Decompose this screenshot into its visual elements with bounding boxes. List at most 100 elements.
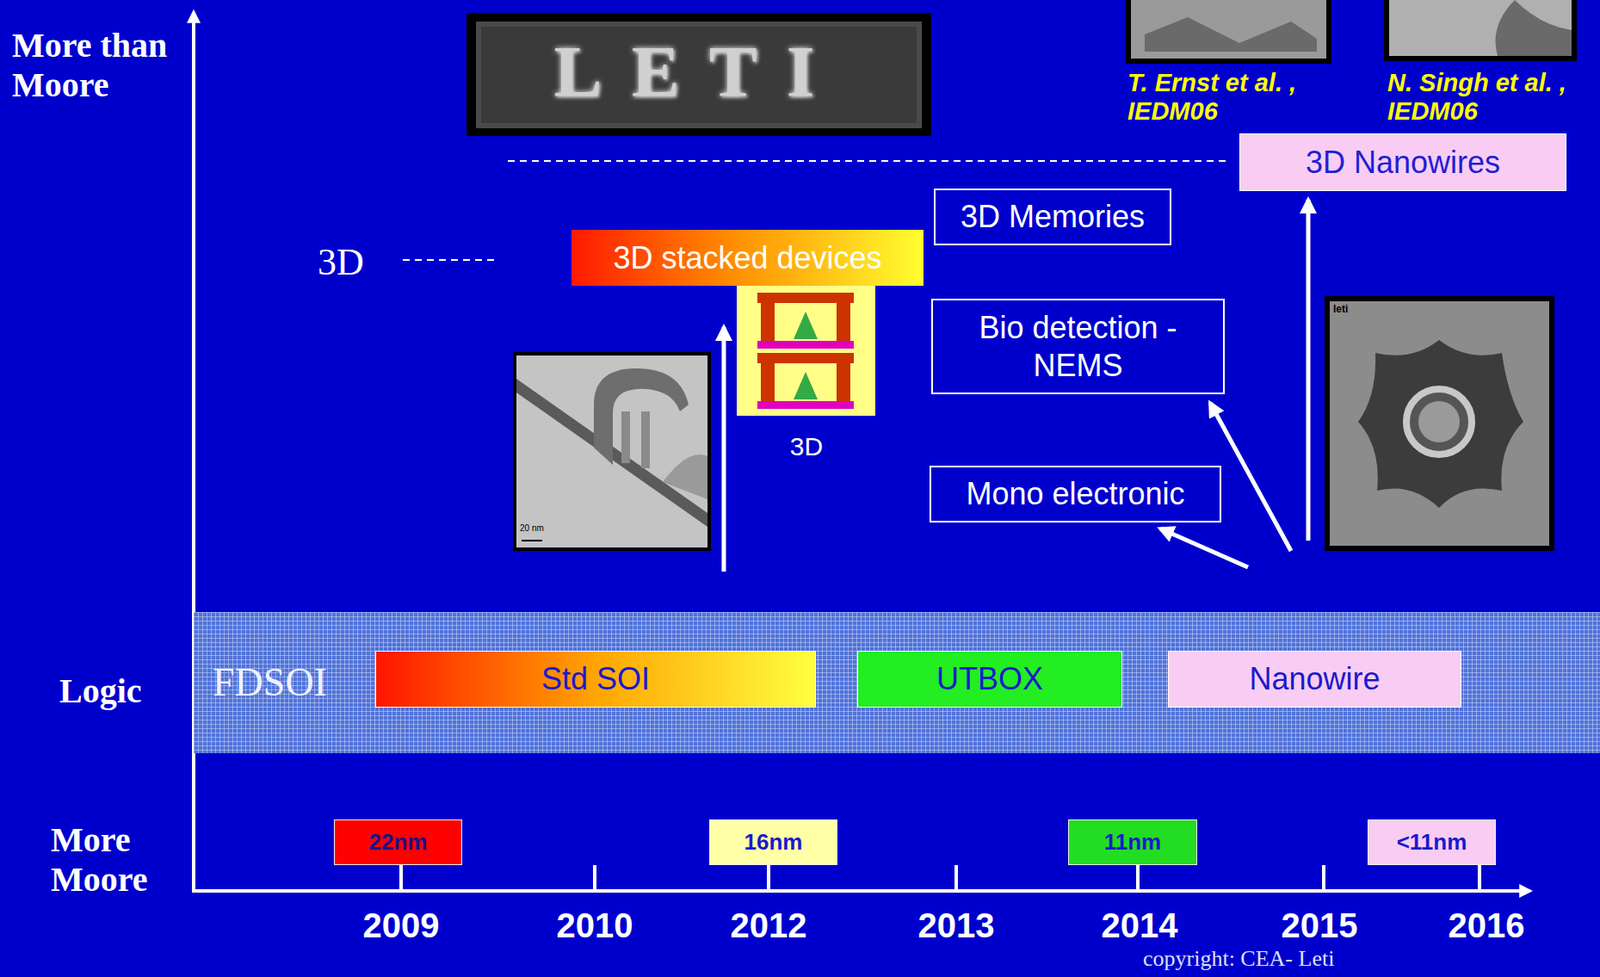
sem-image — [478, 24, 920, 126]
tem-channel — [641, 411, 650, 469]
label-holder: copyright: CEA- Leti — [1142, 946, 1428, 972]
device-icon-part — [757, 401, 854, 409]
axis-title: More Moore — [50, 820, 180, 900]
sem-image — [1389, 0, 1572, 56]
device-icon-ground — [736, 285, 876, 416]
tem-structure — [662, 454, 708, 500]
image-watermark: leti — [1333, 303, 1368, 316]
vertical-axis — [191, 12, 196, 893]
box-text: 3D Memories — [960, 197, 1145, 235]
label-holder: More Moore — [50, 820, 180, 900]
label-holder: N. Singh et al. , IEDM06 — [1387, 68, 1591, 127]
label-holder: leti — [1333, 303, 1368, 316]
scale-bar — [521, 539, 543, 542]
label-holder: 3D — [772, 432, 841, 463]
tem-image-frame — [512, 352, 711, 551]
box-text: Nanowire — [1248, 660, 1380, 698]
technology-box: UTBOX — [857, 650, 1123, 708]
axis-tick — [399, 864, 403, 891]
box-text: 16nm — [744, 828, 804, 856]
box-text: Std SOI — [541, 660, 650, 698]
axis-title: More than Moore — [12, 25, 189, 106]
year-label: 2012 — [716, 907, 821, 944]
year-label: 2009 — [349, 907, 453, 944]
box-text: Mono electronic — [965, 475, 1185, 513]
sem-image-edge — [478, 24, 920, 126]
label-holder: 2012 — [716, 907, 821, 944]
axis-tick — [1477, 864, 1482, 891]
arrow — [1160, 528, 1248, 568]
sem-image-frame — [466, 12, 932, 136]
box-text: UTBOX — [936, 660, 1044, 698]
tem-channel — [621, 411, 631, 464]
label-holder: 2016 — [1434, 907, 1539, 944]
tem-image-frame — [1324, 296, 1555, 551]
label-holder: 2013 — [904, 907, 1008, 944]
label-holder: Logic — [59, 671, 189, 711]
sem-image-frame — [1383, 0, 1577, 62]
axis-tick — [593, 864, 597, 891]
sem-image — [1130, 0, 1327, 59]
year-label: 2013 — [904, 907, 1008, 944]
sem-structure — [1144, 17, 1317, 52]
roadmap-box: 3D Memories — [933, 188, 1172, 246]
label-holder: 2015 — [1267, 907, 1372, 944]
scale-label: 20 nm — [519, 523, 558, 533]
arrow — [722, 327, 727, 572]
label-holder: More than Moore — [12, 25, 189, 106]
device-icon-part — [836, 292, 851, 348]
axis-title: Logic — [59, 671, 189, 711]
reference-note: T. Ernst et al. , IEDM06 — [1127, 68, 1331, 127]
reference-note: N. Singh et al. , IEDM06 — [1387, 68, 1591, 127]
node-tag: <11nm — [1367, 819, 1496, 865]
label-holder: T. Ernst et al. , IEDM06 — [1127, 68, 1331, 127]
year-label: 2015 — [1267, 907, 1372, 944]
device-icon-part — [793, 311, 818, 340]
axis-tick — [766, 864, 771, 891]
roadmap-box: 3D Nanowires — [1239, 133, 1567, 192]
device-icon-part — [793, 371, 818, 400]
nanowire-cross-section — [1358, 339, 1524, 508]
arrow — [1210, 402, 1292, 551]
dashed-line — [507, 160, 1230, 162]
box-text: 22nm — [369, 828, 428, 856]
box-text: 3D Nanowires — [1305, 143, 1501, 181]
device-icon-part — [836, 352, 851, 408]
axis-tick — [954, 864, 958, 891]
box-text: <11nm — [1396, 828, 1468, 856]
axis-tick — [1322, 864, 1326, 891]
year-label: 2010 — [543, 907, 647, 944]
device-icon-part — [760, 292, 775, 348]
node-tag: 16nm — [709, 819, 838, 865]
tem-image — [1329, 301, 1550, 546]
year-label: 2016 — [1434, 907, 1539, 944]
device-icon-part — [757, 340, 854, 349]
technology-band: Std SOIUTBOXNanowireFDSOI — [193, 611, 1600, 754]
box-text: Bio detection - NEMS — [945, 308, 1211, 384]
nanowire-ring — [1406, 389, 1472, 455]
label-holder: LETI — [478, 32, 920, 112]
box-text: 3D stacked devices — [612, 239, 882, 277]
node-tag: 22nm — [333, 819, 463, 865]
dashed-line — [402, 259, 495, 261]
copyright-note: copyright: CEA- Leti — [1142, 946, 1428, 972]
roadmap-box: Mono electronic — [929, 465, 1222, 523]
roadmap-box: 3D stacked devices — [571, 229, 924, 286]
sem-structure — [1495, 0, 1573, 56]
label-holder: 2010 — [543, 907, 647, 944]
label-holder: 20 nm — [519, 523, 558, 533]
arrow — [1306, 199, 1311, 541]
device-icon-part — [760, 352, 775, 408]
technology-box: Std SOI — [375, 650, 816, 708]
label-holder: 2014 — [1087, 907, 1192, 944]
axis-tick — [1136, 864, 1140, 891]
node-tag: 11nm — [1068, 819, 1198, 865]
tem-image — [516, 355, 708, 548]
nanowire-core — [1418, 401, 1460, 443]
level-label: 3D — [306, 240, 376, 285]
year-label: 2014 — [1087, 907, 1192, 944]
label-holder: 3D — [306, 240, 376, 285]
image-lettering: LETI — [478, 32, 920, 112]
time-axis — [191, 889, 1531, 893]
